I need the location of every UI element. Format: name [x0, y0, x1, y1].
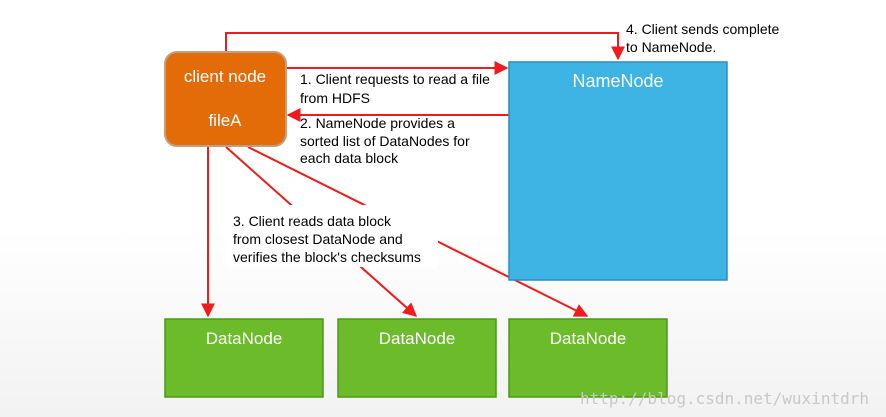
step3-label: 3. Client reads data block from closest … [233, 213, 421, 265]
step3-line-3: verifies the block's checksums [233, 249, 421, 265]
datanode-3: DataNode [508, 318, 668, 398]
datanode-box [164, 318, 324, 398]
step3-line-2: from closest DataNode and [233, 231, 403, 247]
step3-label-bg [226, 205, 438, 267]
namenode-box [508, 61, 728, 281]
client-node: client node fileA [164, 51, 287, 147]
client-node-box [164, 51, 287, 147]
step2-line-2: sorted list of DataNodes for [300, 133, 470, 149]
datanode-label: DataNode [550, 329, 627, 348]
step4-line-2: to NameNode. [626, 39, 716, 55]
datanode-2: DataNode [337, 318, 497, 398]
namenode-title: NameNode [572, 71, 663, 91]
namenode: NameNode [508, 61, 728, 281]
datanode-1: DataNode [164, 318, 324, 398]
step4-label: 4. Client sends complete to NameNode. [626, 21, 780, 55]
step2-label: 2. NameNode provides a sorted list of Da… [300, 115, 470, 166]
step1-line-1: 1. Client requests to read a file [300, 71, 490, 87]
datanode-box [508, 318, 668, 398]
datanode-box [337, 318, 497, 398]
step3-line-1: 3. Client reads data block [233, 213, 392, 229]
step4-line-1: 4. Client sends complete [626, 21, 780, 37]
client-node-title: client node [184, 67, 266, 86]
step1-line-2: from HDFS [300, 90, 370, 106]
datanode-label: DataNode [206, 329, 283, 348]
step1-label: 1. Client requests to read a file from H… [300, 71, 490, 106]
watermark: http://blog.csdn.net/wuxintdrh [580, 389, 869, 408]
client-node-file: fileA [208, 111, 242, 130]
step2-line-3: each data block [300, 150, 399, 166]
step2-line-1: 2. NameNode provides a [300, 115, 455, 131]
arrow-step4 [225, 32, 625, 61]
datanode-label: DataNode [379, 329, 456, 348]
